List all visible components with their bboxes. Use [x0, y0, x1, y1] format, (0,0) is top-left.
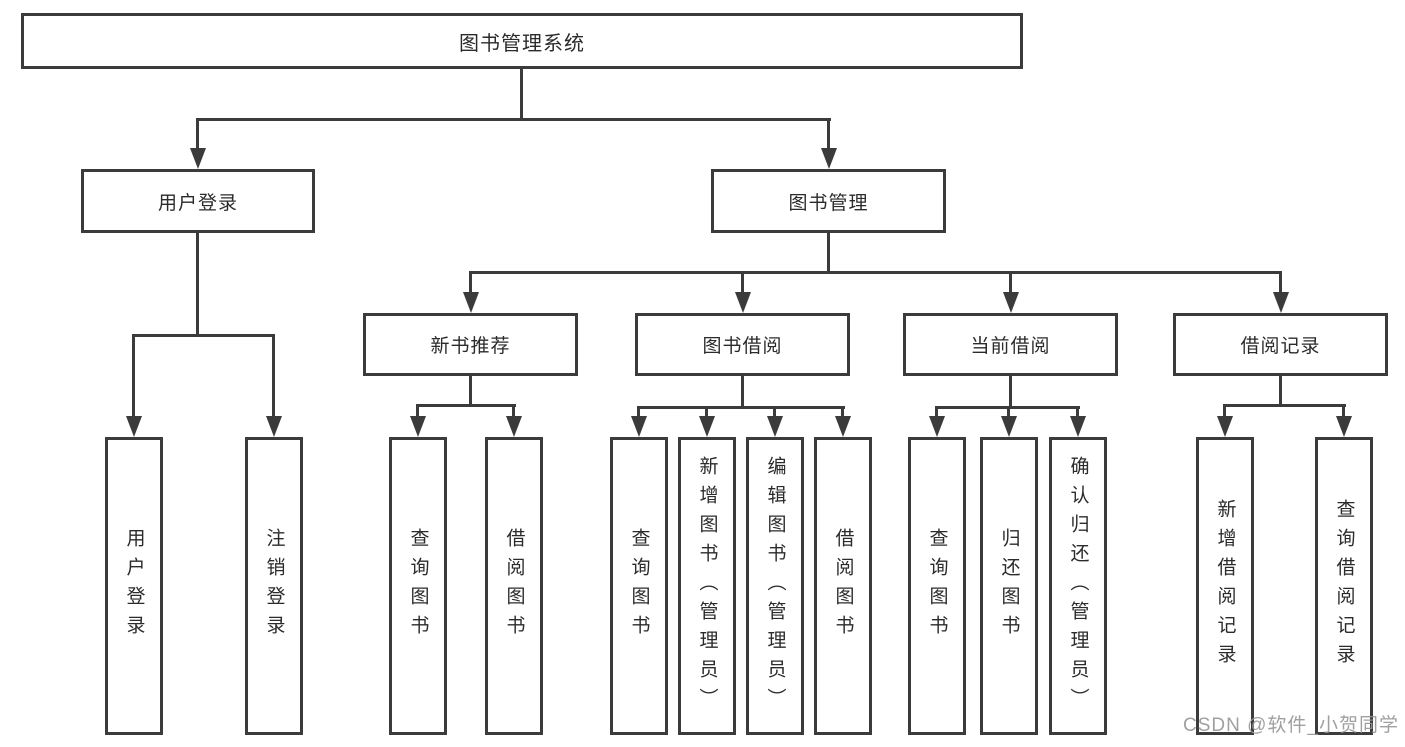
node-label: 借阅图书 — [503, 528, 525, 644]
arrowhead-icon — [767, 416, 783, 437]
connector-drop-new-book-recommend — [469, 271, 472, 294]
leaf-logout: 注销登录 — [245, 437, 303, 735]
arrowhead-icon — [1273, 292, 1289, 313]
leaf-return-books: 归还图书 — [980, 437, 1038, 735]
node-label: 注销登录 — [263, 528, 285, 644]
arrowhead-icon — [929, 416, 945, 437]
node-root-library-management-system: 图书管理系统 — [21, 13, 1023, 69]
arrowhead-icon — [1217, 416, 1233, 437]
node-label: 用户登录 — [123, 528, 145, 644]
node-label: 用户登录 — [157, 192, 238, 214]
arrowhead-icon — [699, 416, 715, 437]
connector-drop-logout-leaf — [272, 334, 275, 418]
leaf-query-books-1: 查询图书 — [389, 437, 447, 735]
leaf-add-books-admin: 新增图书（管理员） — [678, 437, 736, 735]
connector-drop-leaf — [1223, 404, 1226, 418]
connector-drop-leaf — [416, 404, 419, 418]
leaf-borrow-books-1: 借阅图书 — [485, 437, 543, 735]
arrowhead-icon — [463, 292, 479, 313]
node-label: 当前借阅 — [970, 336, 1051, 357]
connector-drop-leaf — [705, 406, 708, 418]
node-user-login: 用户登录 — [81, 169, 315, 233]
node-label: 归还图书 — [998, 528, 1020, 644]
node-label: 借阅图书 — [832, 528, 854, 644]
arrowhead-icon — [506, 416, 522, 437]
connector-drop-leaf — [1342, 404, 1345, 418]
arrowhead-icon — [190, 148, 206, 169]
connector-drop-leaf — [637, 406, 640, 418]
node-label: 查询图书 — [926, 528, 948, 644]
node-label: 图书借阅 — [702, 336, 783, 357]
arrowhead-icon — [266, 416, 282, 437]
node-book-management: 图书管理 — [711, 169, 946, 233]
leaf-query-books-2: 查询图书 — [610, 437, 668, 735]
node-borrow-records: 借阅记录 — [1173, 313, 1388, 376]
connector-current-borrow-stem — [1009, 376, 1012, 409]
connector-book-management-split — [470, 271, 1282, 274]
connector-drop-leaf — [1076, 406, 1079, 418]
connector-book-management-stem — [827, 233, 830, 274]
connector-user-login-stem — [196, 233, 199, 337]
node-label: 图书管理系统 — [459, 32, 585, 55]
connector-drop-leaf — [935, 406, 938, 418]
connector-drop-leaf — [512, 404, 515, 418]
node-label: 查询借阅记录 — [1333, 499, 1355, 673]
connector-drop-book-borrow — [741, 271, 744, 294]
connector-new-book-split — [417, 404, 516, 407]
csdn-watermark: CSDN @软件_小贺同学 — [1183, 715, 1399, 736]
node-label: 新书推荐 — [430, 336, 511, 357]
arrowhead-icon — [1003, 292, 1019, 313]
connector-book-borrow-stem — [741, 376, 744, 409]
connector-drop-borrow-records — [1279, 271, 1282, 294]
connector-drop-current-borrow — [1009, 271, 1012, 294]
node-book-borrow: 图书借阅 — [635, 313, 850, 376]
connector-borrow-records-stem — [1279, 376, 1282, 407]
arrowhead-icon — [835, 416, 851, 437]
leaf-add-borrow-record: 新增借阅记录 — [1196, 437, 1254, 735]
node-new-book-recommend: 新书推荐 — [363, 313, 578, 376]
arrowhead-icon — [735, 292, 751, 313]
node-label: 借阅记录 — [1240, 336, 1321, 357]
leaf-query-books-3: 查询图书 — [908, 437, 966, 735]
leaf-confirm-return-admin: 确认归还（管理员） — [1049, 437, 1107, 735]
node-current-borrow: 当前借阅 — [903, 313, 1118, 376]
leaf-query-borrow-record: 查询借阅记录 — [1315, 437, 1373, 735]
connector-drop-leaf — [1007, 406, 1010, 418]
leaf-borrow-books-2: 借阅图书 — [814, 437, 872, 735]
connector-drop-book-management — [827, 118, 830, 151]
node-label: 查询图书 — [407, 528, 429, 644]
leaf-user-login: 用户登录 — [105, 437, 163, 735]
connector-new-book-stem — [469, 376, 472, 407]
connector-user-login-split — [133, 334, 275, 337]
connector-drop-login-leaf — [132, 334, 135, 418]
node-label: 新增借阅记录 — [1214, 499, 1236, 673]
leaf-edit-books-admin: 编辑图书（管理员） — [746, 437, 804, 735]
connector-drop-leaf — [773, 406, 776, 418]
arrowhead-icon — [631, 416, 647, 437]
connector-root-stem — [520, 69, 523, 119]
node-label: 新增图书（管理员） — [696, 455, 718, 717]
node-label: 图书管理 — [788, 192, 869, 214]
arrowhead-icon — [1336, 416, 1352, 437]
arrowhead-icon — [821, 148, 837, 169]
connector-drop-leaf — [841, 406, 844, 418]
arrowhead-icon — [1070, 416, 1086, 437]
node-label: 编辑图书（管理员） — [764, 455, 786, 717]
connector-root-split — [197, 118, 831, 121]
connector-book-borrow-split — [638, 406, 845, 409]
node-label: 查询图书 — [628, 528, 650, 644]
node-label: 确认归还（管理员） — [1067, 455, 1089, 717]
connector-drop-user-login — [196, 118, 199, 151]
arrowhead-icon — [410, 416, 426, 437]
arrowhead-icon — [126, 416, 142, 437]
arrowhead-icon — [1001, 416, 1017, 437]
connector-borrow-records-split — [1224, 404, 1346, 407]
